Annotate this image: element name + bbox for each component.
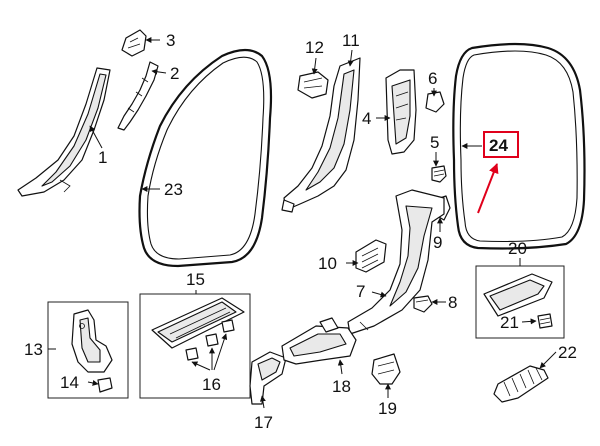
callout-22: 22 [558,343,577,362]
callout-13: 13 [24,340,43,359]
callout-box-13 [47,301,129,399]
callout-11: 11 [342,31,360,50]
screw-5 [431,165,447,183]
leader-14 [87,379,99,386]
callout-5: 5 [430,133,439,152]
callout-box-15 [139,293,251,399]
leader-16a [191,361,211,371]
callout-12: 12 [305,38,324,57]
a-pillar-trim [17,67,111,197]
clip-3 [121,29,147,57]
scuff-plate-15 [151,297,245,349]
screw-8 [413,295,433,313]
bracket-2 [117,61,159,131]
b-pillar-lower-trim [347,189,445,335]
callout-14: 14 [60,373,79,392]
front-door-seal [138,48,273,268]
leader-7 [371,291,387,298]
pillar-bracket-4 [385,69,417,155]
callout-9: 9 [433,233,442,252]
callout-21: 21 [500,313,519,332]
callout-2: 2 [170,64,179,83]
callout-17: 17 [254,413,273,432]
callout-4: 4 [362,109,371,128]
clip-19 [371,353,401,385]
b-pillar-upper-trim [281,57,361,213]
leader-21 [521,318,537,325]
leader-22 [539,351,557,369]
callout-6: 6 [428,69,437,88]
clip-21 [537,313,553,329]
callout-10: 10 [318,254,337,273]
callout-16: 16 [202,375,221,394]
callout-1: 1 [98,148,107,167]
callout-3: 3 [166,31,175,50]
clip-14 [97,377,113,393]
leader-17 [259,395,266,409]
trim-panel-13 [71,309,113,373]
clip-10 [355,239,387,273]
callout-23: 23 [164,180,183,199]
callout-labels: 3 2 1 23 12 11 4 6 5 9 24 10 7 8 13 14 1… [24,31,577,432]
sill-trim-17 [249,351,287,405]
clip-12 [297,71,329,99]
callout-15: 15 [186,270,205,289]
highlight-arrow-24 [477,163,499,214]
callout-18: 18 [332,377,351,396]
leader-2 [151,68,167,75]
callout-7: 7 [356,282,365,301]
leader-11 [347,49,354,67]
clips-16 [185,319,235,361]
clip-6 [425,91,445,113]
callout-8: 8 [448,293,457,312]
leader-12 [311,57,318,75]
callout-20: 20 [508,239,527,258]
trim-20 [483,273,553,317]
grommet-22 [493,365,549,403]
rear-door-seal [452,42,586,250]
leader-16c [213,333,228,371]
leader-18 [337,359,344,375]
highlight-box-24 [483,131,519,158]
sill-trim-18 [281,317,357,365]
callout-24: 24 [489,136,508,155]
leader-lines [48,37,557,409]
callout-19: 19 [378,399,397,418]
leader-1 [89,125,103,149]
